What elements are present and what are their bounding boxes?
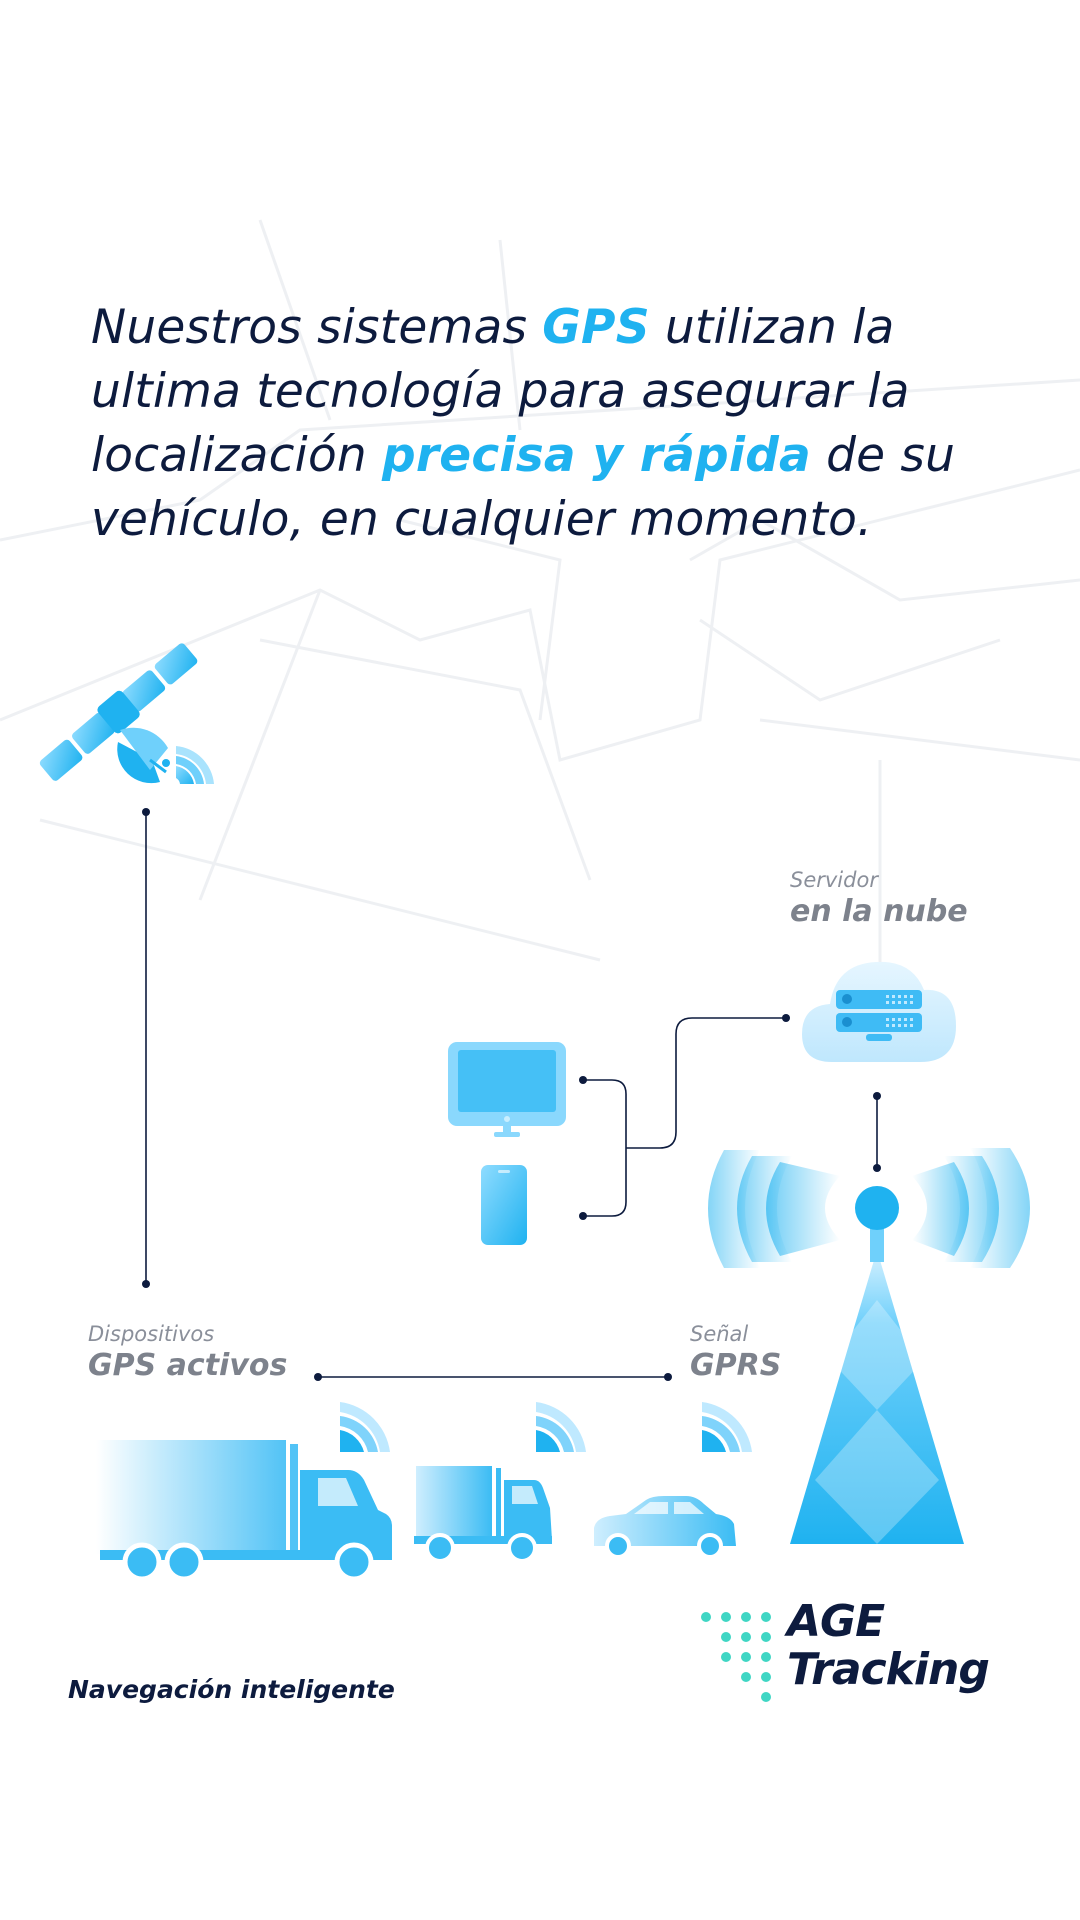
satellite-icon [39, 643, 214, 784]
headline-text: utilizan la ultima tecnología para asegu… [91, 300, 910, 483]
devices-label-big: GPS activos [88, 1348, 288, 1383]
devices-label-small: Dispositivos [88, 1322, 215, 1346]
headline-text: de su vehículo, en cualquier momento. [91, 428, 956, 547]
monitor-icon [448, 1042, 566, 1137]
car-icon [594, 1496, 736, 1559]
logo-line-1: AGE [787, 1596, 885, 1647]
logo-dots-icon [701, 1612, 771, 1702]
headline-text: Nuestros sistemas [91, 300, 543, 355]
signal-waves [340, 1402, 752, 1452]
cell-tower-icon [708, 1148, 1030, 1544]
connector-lines [145, 812, 878, 1378]
signal-label: Señal GPRS [690, 1322, 781, 1383]
signal-label-big: GPRS [690, 1348, 782, 1383]
devices-label: Dispositivos GPS activos [88, 1322, 287, 1383]
server-label-small: Servidor [790, 868, 878, 892]
phone-icon [481, 1165, 527, 1245]
server-label: Servidor en la nube [790, 868, 968, 929]
server-label-big: en la nube [790, 894, 968, 929]
logo-line-2: Tracking [787, 1644, 990, 1695]
brand-logo: AGE Tracking [787, 1596, 990, 1695]
small-truck-icon [414, 1466, 552, 1563]
tagline: Navegación inteligente [68, 1675, 395, 1704]
headline-highlight-precision: precisa y rápida [382, 428, 811, 483]
cloud-server-icon [802, 961, 956, 1062]
signal-label-small: Señal [690, 1322, 749, 1346]
connector-dots [142, 808, 881, 1381]
truck-icon [96, 1440, 392, 1582]
headline-highlight-gps: GPS [542, 300, 650, 355]
headline: Nuestros sistemas GPS utilizan la ultima… [91, 296, 1021, 552]
